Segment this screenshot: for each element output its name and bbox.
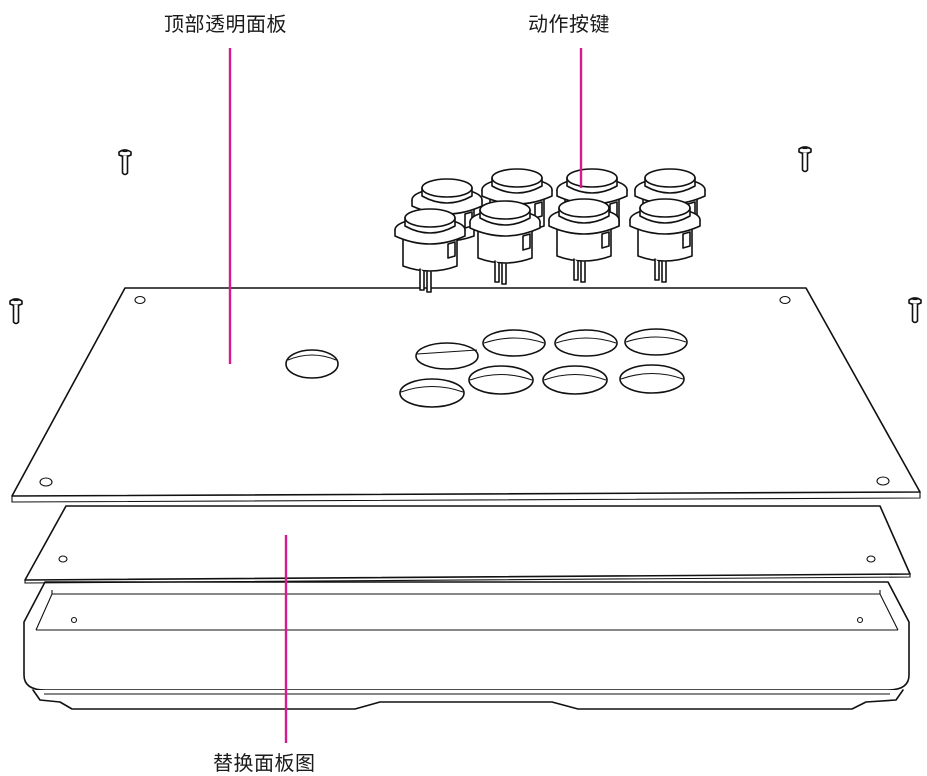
screw-icon — [118, 149, 132, 176]
bottom-case — [23, 581, 910, 710]
label-action-buttons: 动作按键 — [528, 12, 610, 36]
arcade-button-icon — [394, 208, 466, 293]
screw-icon — [9, 298, 23, 325]
replacement-panel — [24, 505, 911, 584]
label-top-panel: 顶部透明面板 — [164, 12, 287, 36]
arcade-button-icon — [469, 200, 541, 285]
top-clear-panel — [11, 287, 921, 503]
action-buttons — [394, 168, 706, 293]
label-replacement-panel: 替换面板图 — [213, 751, 316, 775]
screw-icon — [798, 146, 812, 173]
screw-icon — [908, 297, 922, 324]
arcade-button-icon — [548, 198, 620, 283]
arcade-button-icon — [629, 198, 701, 283]
